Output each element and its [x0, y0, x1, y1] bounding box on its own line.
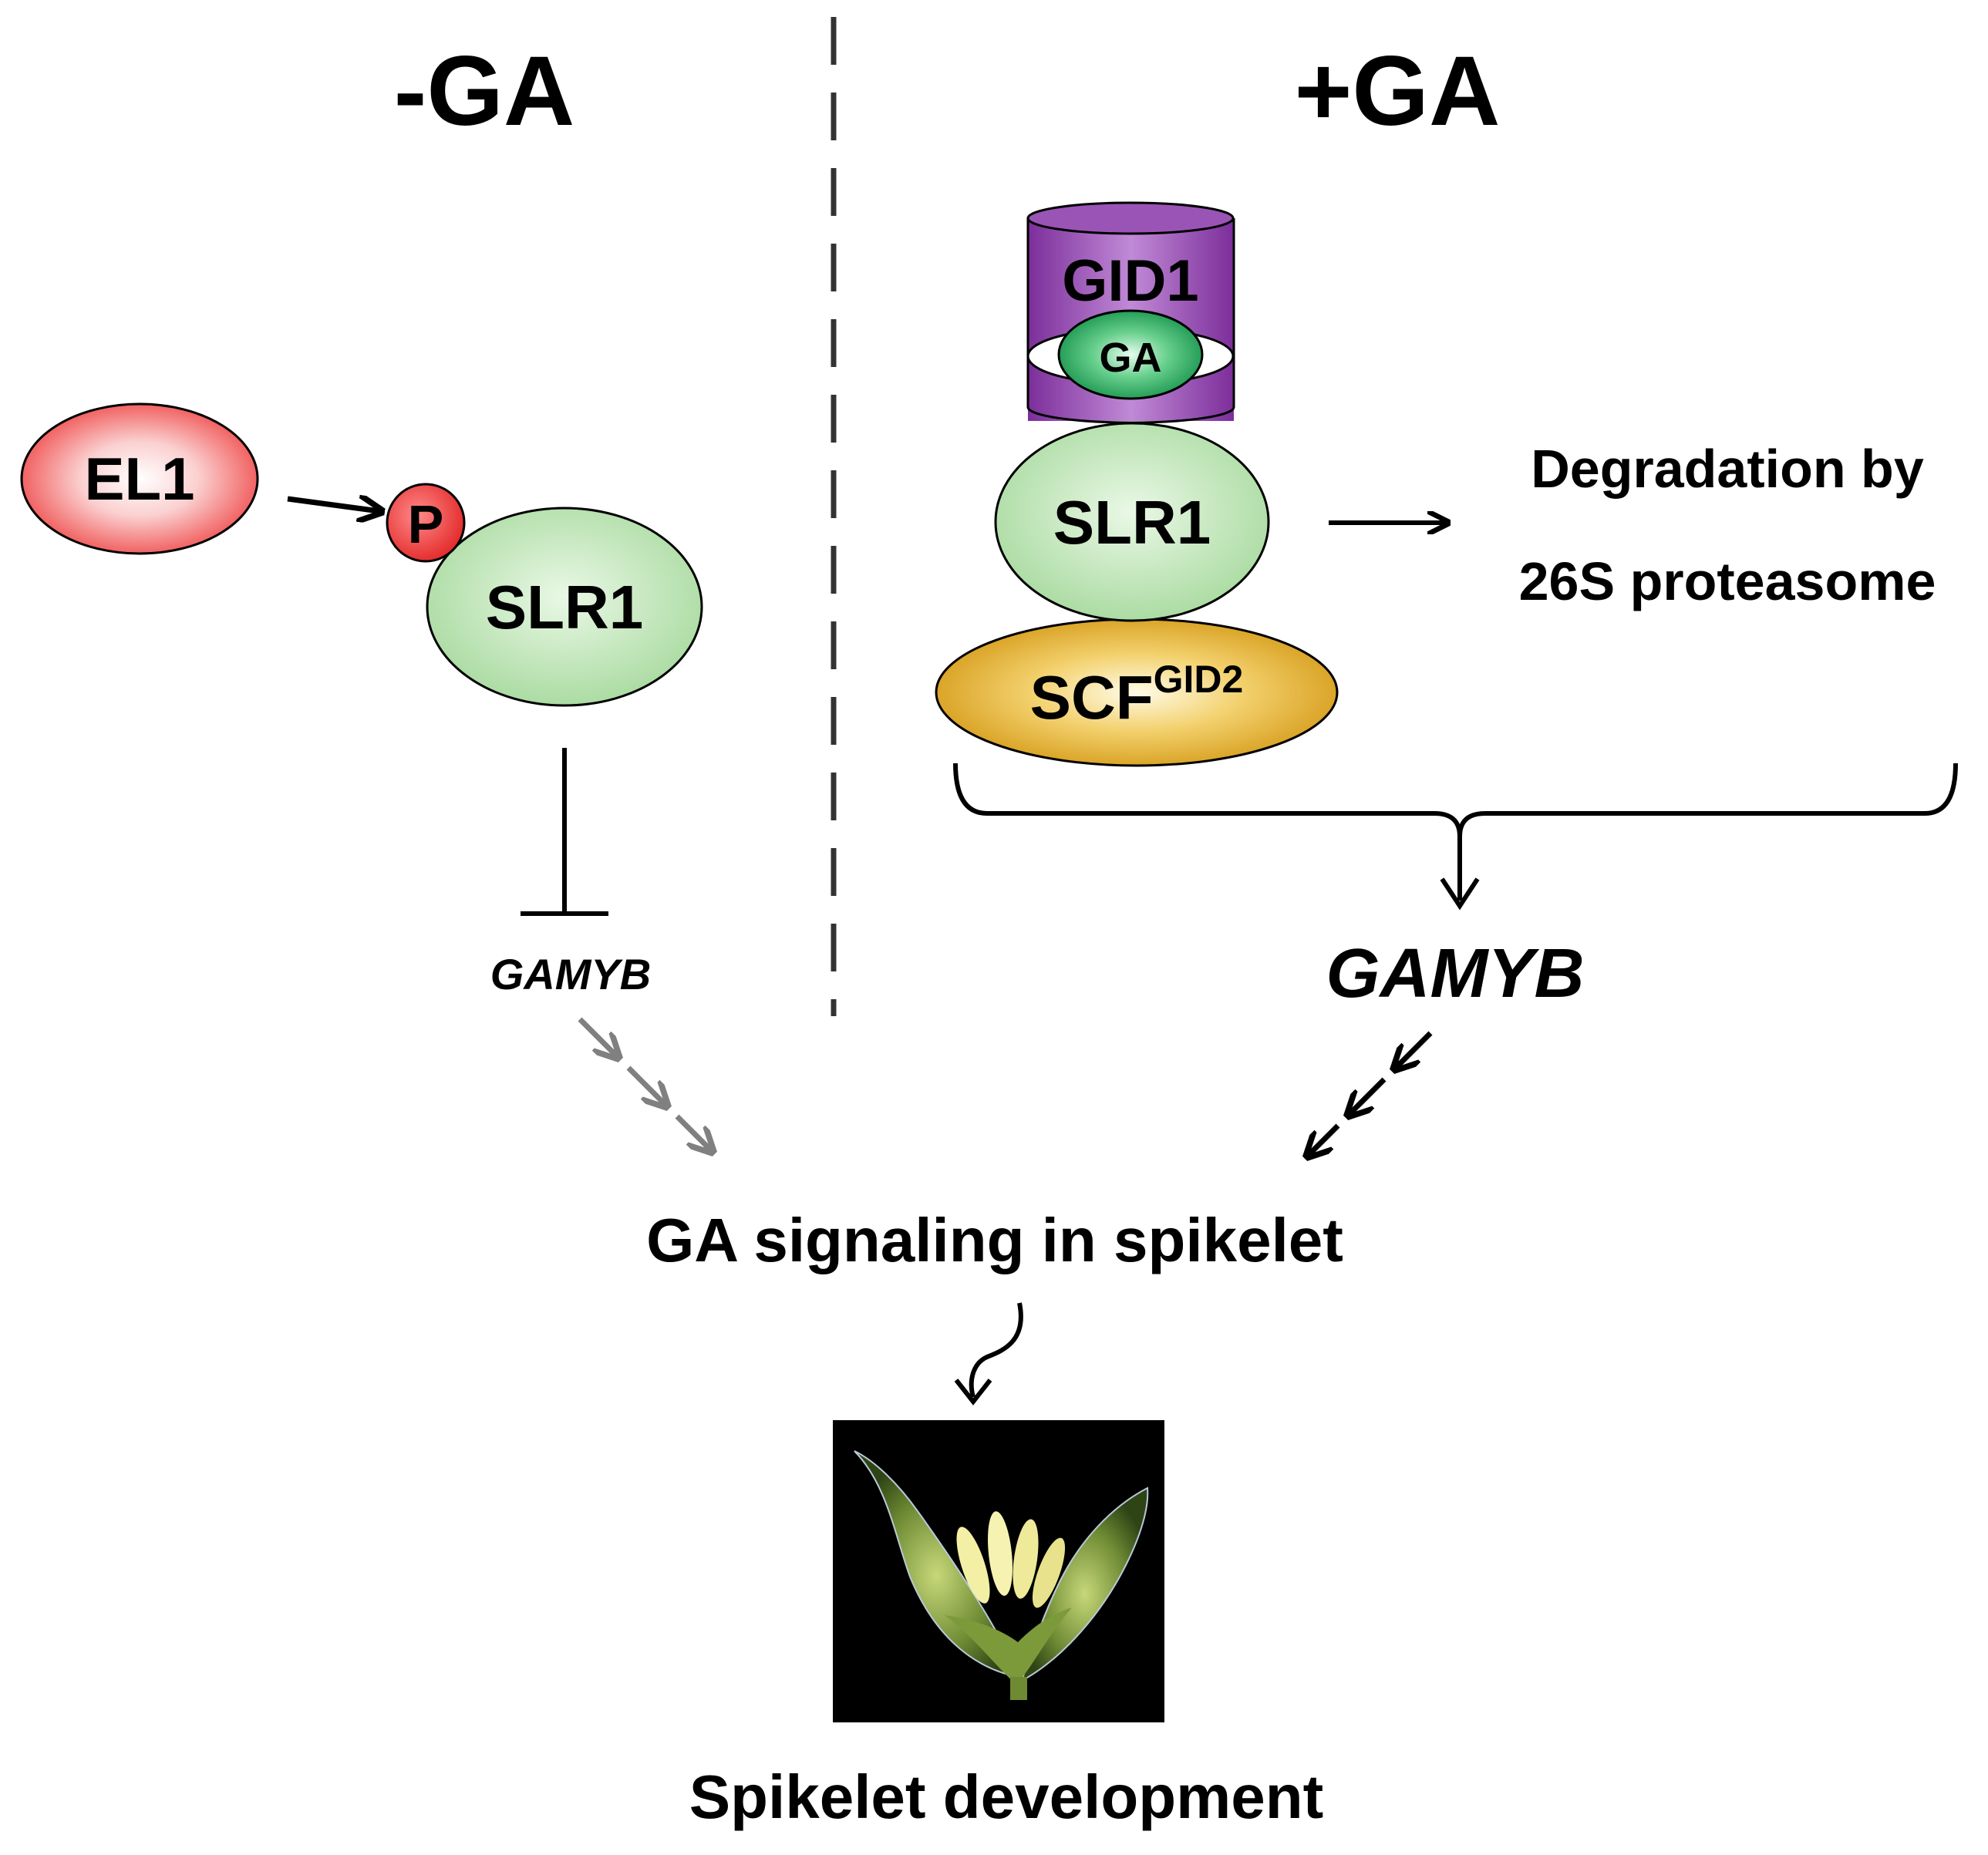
slr1-label-right: SLR1 [1053, 488, 1211, 557]
inhibition-bar [521, 748, 608, 916]
degradation-line1: Degradation by [1531, 439, 1924, 499]
phosphate-node: P [386, 483, 466, 563]
ga-ligand: GA [1057, 309, 1204, 400]
plus-ga-heading: +GA [1295, 36, 1501, 146]
curly-arrowhead [954, 1379, 992, 1406]
scf-gid2-complex: SCFGID2 [935, 618, 1339, 767]
slr1-node-left: SLR1 [426, 507, 703, 707]
slr1-label-left: SLR1 [486, 573, 644, 641]
phosphate-label: P [408, 494, 444, 554]
el1-label: EL1 [84, 445, 194, 513]
complex-bracket [953, 763, 1958, 901]
right-dashed-arrows [1309, 1031, 1433, 1155]
ga-signaling-label: GA signaling in spikelet [646, 1206, 1343, 1274]
minus-ga-heading: -GA [394, 36, 575, 146]
spikelet-development-label: Spikelet development [689, 1762, 1323, 1831]
el1-node: EL1 [20, 402, 259, 555]
ga-label: GA [1100, 335, 1162, 381]
left-dashed-arrows [578, 1017, 711, 1150]
signaling-to-development-arrow [969, 1302, 1023, 1398]
bracket-arrowhead [1440, 877, 1480, 911]
scf-label: SCFGID2 [1030, 658, 1244, 732]
gamyb-label-right: GAMYB [1326, 935, 1585, 1012]
el1-to-p-arrow [287, 499, 379, 511]
spikelet-photo [833, 1420, 1164, 1722]
gid1-label: GID1 [1062, 248, 1198, 314]
degradation-line2: 26S proteasome [1519, 551, 1936, 611]
gamyb-label-left: GAMYB [490, 950, 651, 998]
slr1-node-right: SLR1 [994, 422, 1270, 622]
scf-superscript: GID2 [1154, 658, 1244, 701]
